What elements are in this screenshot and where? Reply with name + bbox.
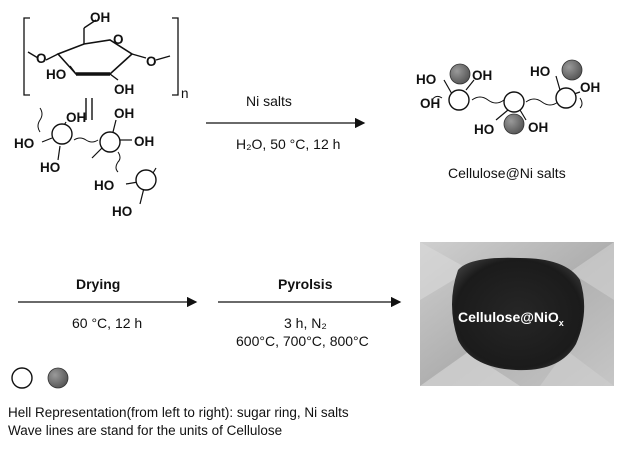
legend-ni-salt-ball: [48, 368, 68, 388]
step1-reagent: Ni salts: [246, 93, 292, 109]
product-photo: Cellulose@NiOx: [420, 242, 614, 386]
cellulose-ni-salts-structure: HO OH HO OH OH HO OH Cellulose@Ni salts: [416, 60, 600, 181]
monomer-o-ring: O: [113, 32, 124, 47]
product1-label: HO: [416, 72, 436, 87]
step2-arrow: Drying 60 °C, 12 h: [18, 276, 196, 331]
product1-label: OH: [528, 120, 548, 135]
product1-label: OH: [472, 68, 492, 83]
chain-label: OH: [134, 134, 154, 149]
legend-caption-line2: Wave lines are stand for the units of Ce…: [8, 422, 282, 439]
monomer-oh-top: OH: [90, 10, 110, 25]
chain-label: HO: [40, 160, 60, 175]
legend-caption-line1: Hell Representation(from left to right):…: [8, 404, 349, 421]
step2-label: Drying: [76, 276, 120, 292]
product1-label: OH: [420, 96, 440, 111]
sugar-ring-ball: [136, 170, 156, 190]
step3-arrow: Pyrolsis 3 h, N₂ 600°C, 700°C, 800°C: [218, 276, 400, 349]
photo-label-main: Cellulose@NiO: [458, 309, 559, 325]
photo-label-subscript: x: [559, 318, 564, 328]
chain-label: HO: [112, 204, 132, 219]
chain-label: HO: [94, 178, 114, 193]
chain-label: OH: [66, 110, 86, 125]
product1-label: HO: [474, 122, 494, 137]
cellulose-chain-diagram: OH OH HO OH HO HO HO: [14, 106, 156, 219]
cellulose-monomer-structure: OH O O O HO OH n: [24, 10, 189, 101]
monomer-oh-right: OH: [114, 82, 134, 97]
sugar-ring-ball: [449, 90, 469, 110]
step1-arrow: Ni salts H₂O, 50 °C, 12 h: [206, 93, 364, 152]
step3-label: Pyrolsis: [278, 276, 333, 292]
step1-conditions: H₂O, 50 °C, 12 h: [236, 136, 340, 152]
left-bracket: [24, 18, 30, 95]
legend-sugar-ring-ball: [12, 368, 32, 388]
right-bracket: [172, 18, 178, 95]
monomer-subscript-n: n: [181, 86, 189, 101]
sugar-ring-ball: [504, 92, 524, 112]
legend-symbols: [12, 368, 68, 388]
ni-salt-ball: [450, 64, 470, 84]
sugar-ring-ball: [52, 124, 72, 144]
monomer-ho-left: HO: [46, 67, 66, 82]
step3-conditions-line1: 3 h, N₂: [284, 315, 327, 331]
product1-name: Cellulose@Ni salts: [448, 165, 566, 181]
sugar-ring-ball: [100, 132, 120, 152]
monomer-o-right: O: [146, 54, 157, 69]
chain-label: HO: [14, 136, 34, 151]
product1-label: HO: [530, 64, 550, 79]
ni-salt-ball: [504, 114, 524, 134]
ni-salt-ball: [562, 60, 582, 80]
monomer-o-left: O: [36, 51, 47, 66]
equivalence-mark: [86, 98, 92, 120]
chain-label: OH: [114, 106, 134, 121]
sugar-ring-ball: [556, 88, 576, 108]
step3-conditions-line2: 600°C, 700°C, 800°C: [236, 333, 369, 349]
step2-conditions: 60 °C, 12 h: [72, 315, 142, 331]
product1-label: OH: [580, 80, 600, 95]
